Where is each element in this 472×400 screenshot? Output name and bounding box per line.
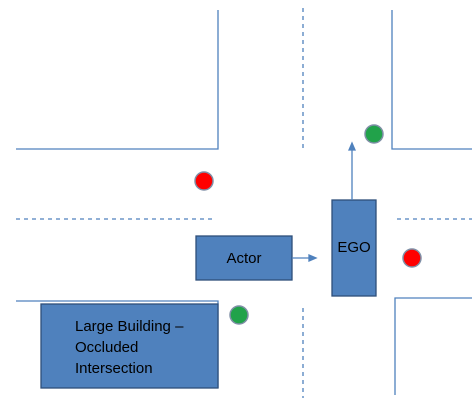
ego-direction-arrow xyxy=(348,141,356,200)
traffic-light-green-ahead xyxy=(364,124,384,144)
building-label-line1: Large Building – xyxy=(75,318,184,335)
building-label-line3: Intersection xyxy=(75,360,153,377)
curb-top-left xyxy=(16,10,219,150)
actor-direction-arrow xyxy=(292,254,318,262)
building-label-line2: Occluded xyxy=(75,339,138,356)
ego-vehicle-box xyxy=(331,199,377,297)
curb-top-right xyxy=(391,10,472,150)
curb-bottom-right xyxy=(394,297,472,395)
actor-label: Actor xyxy=(226,250,261,267)
large-building-box xyxy=(40,303,219,389)
lane-markings xyxy=(16,8,472,398)
svg-text:Large Building – Occluded: Large Building – Occluded Intersection xyxy=(75,318,188,377)
traffic-light-green-building xyxy=(229,305,249,325)
ego-label: EGO xyxy=(337,239,370,256)
traffic-light-red-left xyxy=(194,171,214,191)
road-edges xyxy=(16,10,472,395)
traffic-light-red-right xyxy=(402,248,422,268)
actor-vehicle-box xyxy=(195,235,293,281)
